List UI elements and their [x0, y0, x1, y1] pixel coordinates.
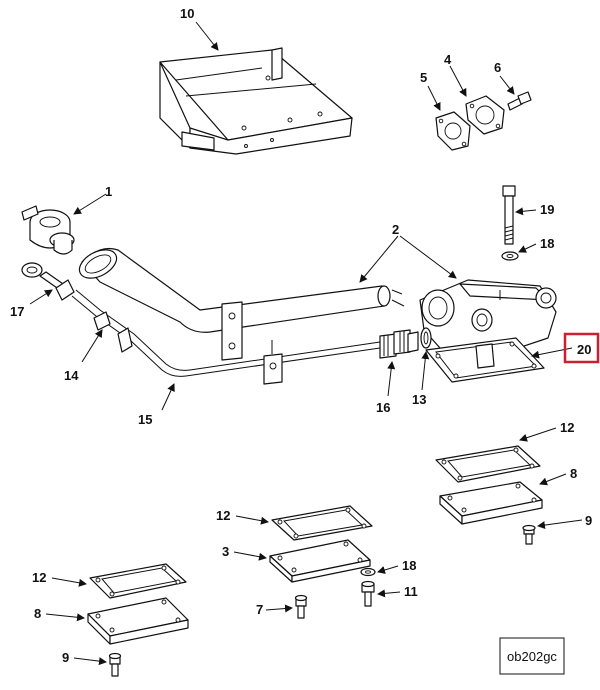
callout-2: 2	[392, 222, 399, 237]
part-1-sender-unit	[21, 205, 75, 255]
part-12-gasket-middle	[271, 505, 373, 541]
callout-4: 4	[444, 52, 452, 67]
callout-18-lower: 18	[402, 558, 416, 573]
callout-15: 15	[138, 412, 152, 427]
part-7-bolt	[294, 594, 308, 619]
callout-20-highlight	[563, 332, 600, 364]
callout-3: 3	[222, 544, 229, 559]
part-16-fitting	[379, 329, 419, 359]
part-8-plate-right	[439, 481, 543, 525]
callout-12-middle: 12	[216, 508, 230, 523]
callout-8-right: 8	[570, 466, 577, 481]
part-18-washer-lower	[360, 567, 376, 577]
part-12-gasket-left	[89, 563, 187, 599]
part-15-cable	[71, 289, 381, 377]
callout-9-left: 9	[62, 650, 69, 665]
part-17-cable-end	[21, 262, 75, 301]
part-19-long-bolt	[502, 185, 516, 245]
part-9-bolt-left	[108, 652, 122, 677]
callout-17: 17	[10, 304, 24, 319]
callout-10: 10	[180, 6, 194, 21]
callout-19: 19	[540, 202, 554, 217]
reference-code-box	[499, 637, 565, 675]
callout-16: 16	[376, 400, 390, 415]
callout-9-right: 9	[585, 513, 592, 528]
part-11-bolt	[361, 580, 375, 607]
part-18-washer-upper	[501, 251, 519, 261]
part-2-filler-pipe	[78, 247, 405, 333]
callout-5: 5	[420, 70, 427, 85]
callout-14: 14	[64, 368, 79, 383]
part-12-gasket-right	[435, 445, 541, 483]
callout-7: 7	[256, 602, 263, 617]
callout-12-right: 12	[560, 420, 574, 435]
callout-12-left: 12	[32, 570, 46, 585]
part-8-plate-left	[87, 597, 189, 645]
part-2-clamp-bracket	[221, 301, 243, 361]
part-4-gasket	[465, 95, 505, 135]
part-10-mounting-tray	[159, 47, 353, 155]
part-13-o-ring	[420, 327, 432, 349]
part-6-bolt	[507, 91, 532, 111]
part-9-bolt-right	[522, 524, 536, 545]
callout-1: 1	[105, 184, 112, 199]
callout-18-upper: 18	[540, 236, 554, 251]
callout-11: 11	[404, 584, 418, 599]
reference-code: ob202gc	[507, 649, 557, 664]
callout-20: 20	[577, 342, 591, 357]
callout-8-left: 8	[34, 606, 41, 621]
part-3-plate-middle	[269, 539, 371, 583]
part-5-gasket	[435, 111, 471, 151]
part-20-flange-plate	[425, 337, 545, 383]
part-15-cable-clip	[263, 340, 283, 385]
callout-13: 13	[412, 392, 426, 407]
callout-6: 6	[494, 60, 501, 75]
